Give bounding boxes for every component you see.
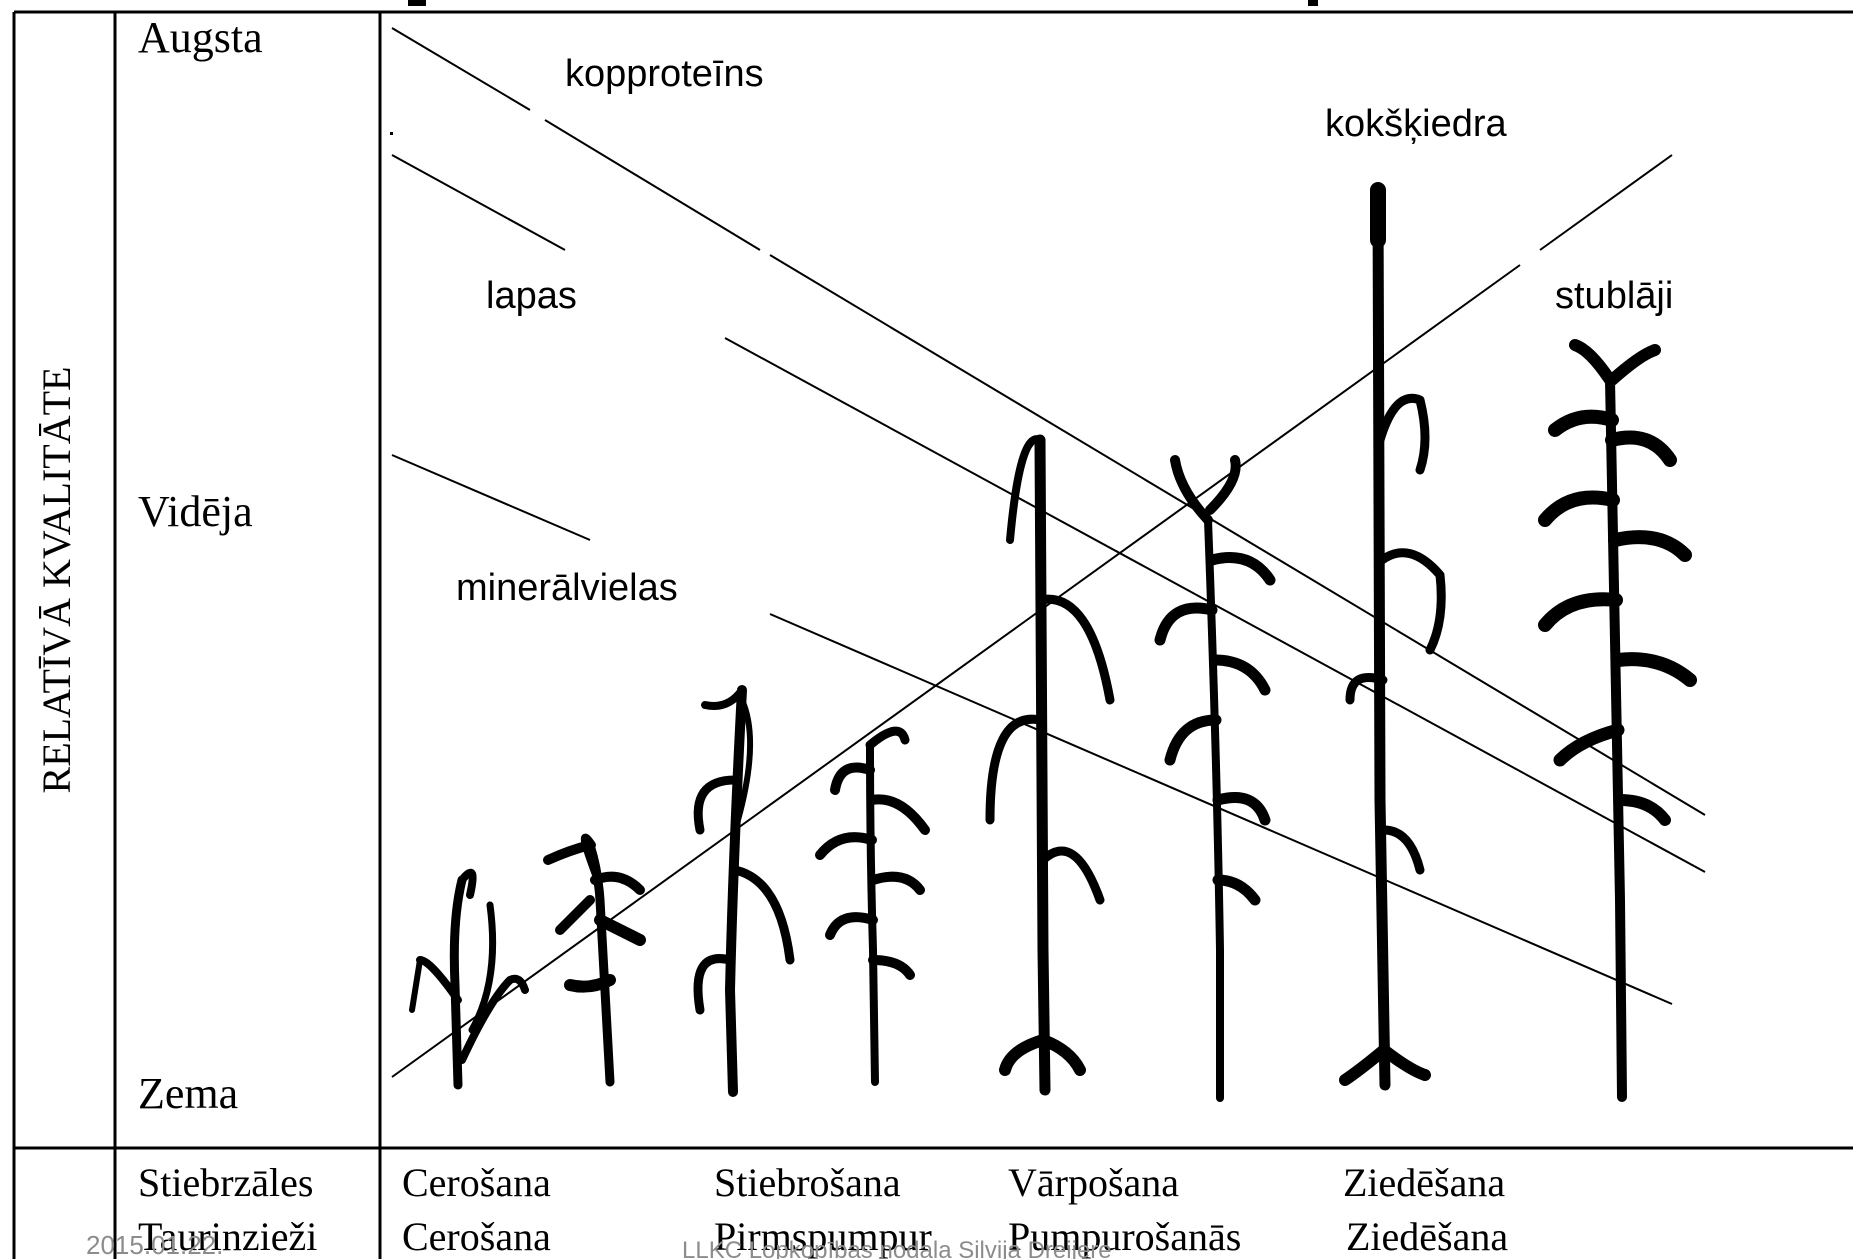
crude-protein-line-c xyxy=(770,255,1705,815)
label-minerals: minerālvielas xyxy=(456,567,678,609)
level-mid: Vidēja xyxy=(138,487,253,536)
crude-protein-line-a xyxy=(392,28,530,110)
legume-stage-1: Cerošana xyxy=(402,1214,551,1259)
table-frame xyxy=(14,12,1853,1259)
footer-author: LLKC Lopkopības nodaļa Silvija Dreijere xyxy=(682,1237,1112,1259)
fiber-line-b xyxy=(1540,155,1672,250)
legume-flowering-illustration xyxy=(1545,345,1690,1097)
plant-illustrations xyxy=(412,190,1690,1098)
crude-protein-line-b xyxy=(545,120,760,250)
level-high: Augsta xyxy=(138,13,263,62)
grass-stage-3: Vārpošana xyxy=(1008,1160,1179,1205)
grass-stage-1: Cerošana xyxy=(402,1160,551,1205)
grass-heading-illustration xyxy=(990,439,1110,1090)
label-crude-protein: kopproteīns xyxy=(565,53,764,95)
minerals-line-a xyxy=(392,455,590,540)
grass-stage-2: Stiebrošana xyxy=(714,1160,901,1205)
legume-stage-4: Ziedēšana xyxy=(1346,1214,1508,1259)
label-stems: stublāji xyxy=(1555,275,1673,317)
row-label-grasses: Stiebrzāles xyxy=(138,1160,314,1205)
footer-date: 2015.01.22. xyxy=(86,1230,223,1259)
grass-stage-4: Ziedēšana xyxy=(1343,1160,1505,1205)
fiber-line-a xyxy=(392,265,1520,1077)
label-fiber: kokšķiedra xyxy=(1325,103,1507,145)
label-leaves: lapas xyxy=(486,275,577,317)
legume-tillering-illustration xyxy=(548,838,640,1082)
stray-dot xyxy=(390,132,393,135)
leaves-line-a xyxy=(392,155,565,250)
y-axis-label: RELATĪVĀ KVALITĀTE xyxy=(34,367,79,794)
trend-lines xyxy=(392,28,1705,1077)
legume-bud-illustration xyxy=(1160,460,1270,1098)
level-low: Zema xyxy=(138,1069,238,1118)
grass-flowering-illustration xyxy=(1345,190,1441,1085)
grass-tillering-illustration xyxy=(412,873,525,1085)
legume-pre-bud-illustration xyxy=(820,731,925,1082)
cropped-title-fragments xyxy=(408,0,1318,6)
grass-stem-elongation-illustration xyxy=(698,690,790,1092)
